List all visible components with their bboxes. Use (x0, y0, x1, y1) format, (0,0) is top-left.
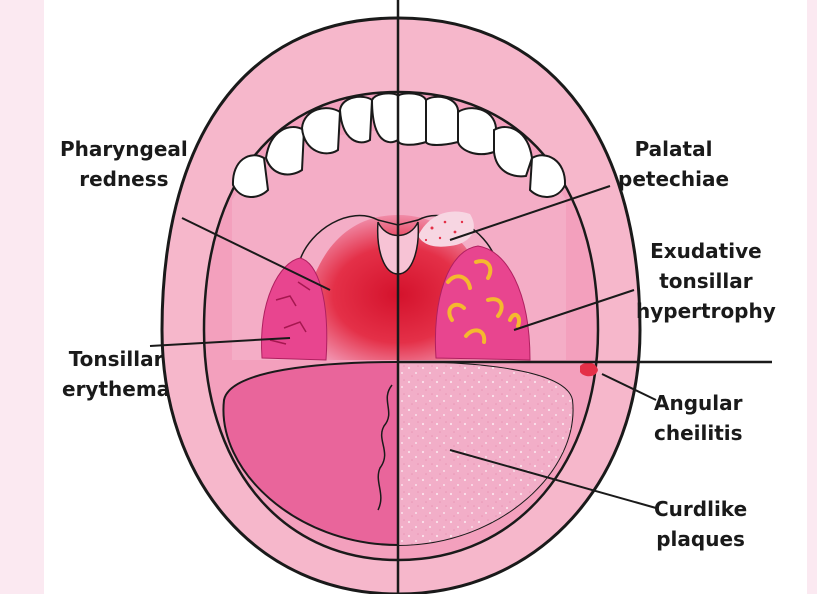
tongue-plaque-half (398, 362, 573, 545)
label-exudative-line3: hypertrophy (636, 299, 776, 323)
left-tonsil (261, 257, 328, 361)
label-exudative-tonsillar-hypertrophy: Exudative tonsillar hypertrophy (636, 236, 776, 326)
leader-lines (149, 185, 657, 509)
label-angular-cheilitis: Angular cheilitis (654, 388, 743, 448)
label-angular-cheilitis-line1: Angular (654, 391, 743, 415)
label-palatal-petechiae-line2: petechiae (618, 167, 730, 191)
cheilitis-mark (580, 362, 598, 377)
label-curdlike-plaques-line2: plaques (656, 527, 745, 551)
label-pharyngeal-redness-line1: Pharyngeal (60, 137, 188, 161)
exudate-spots (446, 259, 521, 344)
label-tonsillar-erythema-line2: erythema (62, 377, 171, 401)
label-palatal-petechiae-line1: Palatal (634, 137, 713, 161)
label-curdlike-plaques: Curdlike plaques (654, 494, 747, 554)
petechiae-patch (418, 211, 474, 247)
petechiae-dots (424, 220, 464, 242)
label-exudative-line2: tonsillar (659, 269, 753, 293)
tongue-fissure (377, 384, 393, 511)
tonsil-crypts (269, 281, 311, 345)
label-tonsillar-erythema-line1: Tonsillar (68, 347, 164, 371)
label-pharyngeal-redness: Pharyngeal redness (60, 134, 188, 194)
label-angular-cheilitis-line2: cheilitis (654, 421, 743, 445)
label-tonsillar-erythema: Tonsillar erythema (62, 344, 170, 404)
label-palatal-petechiae: Palatal petechiae (618, 134, 729, 194)
label-pharyngeal-redness-line2: redness (79, 167, 169, 191)
label-exudative-line1: Exudative (650, 239, 762, 263)
label-curdlike-plaques-line1: Curdlike (654, 497, 748, 521)
